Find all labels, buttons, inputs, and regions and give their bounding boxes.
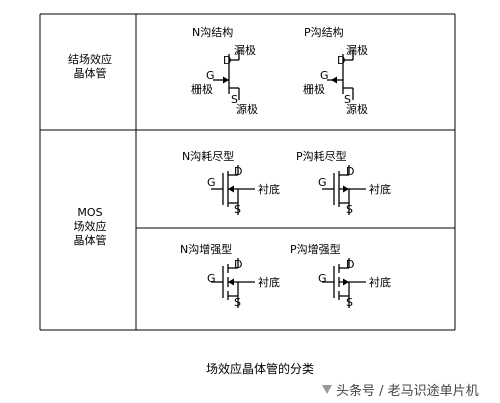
jfet-p-title: P沟结构 bbox=[304, 26, 344, 39]
jfet-n-gate-name: 栅极 bbox=[191, 83, 213, 96]
mos-enh-p-gate-label: G bbox=[318, 272, 327, 285]
mos-enh-p-source-label: S bbox=[346, 296, 353, 309]
watermark-logo-icon bbox=[322, 385, 332, 394]
jfet-p-source-name: 源极 bbox=[346, 103, 368, 116]
mos-dep-n-symbol bbox=[211, 165, 255, 215]
figure-caption: 场效应晶体管的分类 bbox=[206, 362, 315, 376]
mos-enh-p-substrate-label: 衬底 bbox=[369, 276, 391, 289]
jfet-n-title: N沟结构 bbox=[192, 26, 234, 39]
jfet-n-gate-label: G bbox=[206, 69, 215, 82]
mos-dep-n-substrate-label: 衬底 bbox=[258, 183, 280, 196]
mos-dep-p-symbol bbox=[322, 165, 366, 215]
mos-enh-p-symbol bbox=[322, 258, 366, 308]
jfet-p-source-label: S bbox=[344, 93, 351, 106]
mos-dep-n-title: N沟耗尽型 bbox=[182, 150, 235, 163]
mos-enh-n-drain-label: D bbox=[234, 258, 243, 271]
mos-enh-n-substrate-label: 衬底 bbox=[258, 276, 280, 289]
row-label-jfet: 结场效应 晶体管 bbox=[68, 53, 112, 80]
mos-dep-n-gate-label: G bbox=[207, 176, 216, 189]
watermark-text: 头条号 / 老马识途单片机 bbox=[336, 384, 479, 399]
mos-dep-p-substrate-label: 衬底 bbox=[369, 183, 391, 196]
jfet-p-symbol bbox=[327, 50, 354, 100]
mos-enh-p-drain-label: D bbox=[346, 258, 355, 271]
watermark: 头条号 / 老马识途单片机 bbox=[322, 380, 479, 399]
mos-enh-n-gate-label: G bbox=[207, 272, 216, 285]
jfet-n-source-label: S bbox=[231, 93, 238, 106]
jfet-n-source-name: 源极 bbox=[236, 103, 258, 116]
row-label-mos: MOS 场效应 晶体管 bbox=[73, 206, 107, 247]
mos-dep-p-gate-label: G bbox=[318, 176, 327, 189]
jfet-p-drain-name: 漏极 bbox=[346, 44, 368, 57]
mos-enh-p-title: P沟增强型 bbox=[290, 243, 341, 256]
mos-enh-n-source-label: S bbox=[234, 296, 241, 309]
mos-enh-n-title: N沟增强型 bbox=[180, 243, 233, 256]
mos-dep-n-drain-label: D bbox=[234, 165, 243, 178]
jfet-p-gate-label: G bbox=[320, 69, 329, 82]
jfet-n-symbol bbox=[213, 50, 240, 100]
mos-dep-p-title: P沟耗尽型 bbox=[296, 150, 347, 163]
jfet-p-gate-name: 栅极 bbox=[303, 83, 325, 96]
mos-dep-p-source-label: S bbox=[346, 203, 353, 216]
jfet-p-drain-label: D bbox=[337, 54, 346, 67]
mos-dep-n-source-label: S bbox=[234, 203, 241, 216]
jfet-n-drain-label: D bbox=[223, 54, 232, 67]
jfet-n-drain-name: 漏极 bbox=[234, 44, 256, 57]
mos-dep-p-drain-label: D bbox=[346, 165, 355, 178]
mos-enh-n-symbol bbox=[211, 258, 255, 308]
